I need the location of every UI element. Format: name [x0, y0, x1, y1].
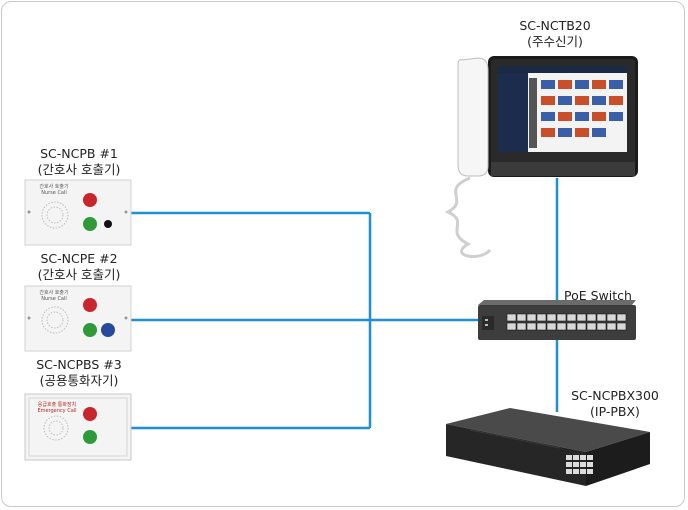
public-subtitle-label: (공용통화자기) — [39, 373, 119, 388]
pbx-subtitle-label: (IP-PBX) — [590, 404, 640, 419]
pbx-ports — [566, 455, 593, 474]
master-name-label: SC-NCTB20 — [519, 18, 591, 33]
master-subtitle-label: (주수신기) — [527, 34, 583, 49]
nurse1-panel-sub: Nurse Call — [41, 190, 67, 196]
public-panel-sub: Emergency Call — [37, 408, 77, 414]
switch-ports — [506, 313, 627, 331]
nurse1-panel-device — [24, 179, 132, 246]
ip-pbx-device — [446, 408, 650, 486]
switch-name-label: PoE Switch — [564, 288, 632, 303]
pbx-name-label: SC-NCPBX300 — [571, 388, 659, 403]
nurse1-panel-title: 간호사 호출기 — [39, 184, 69, 190]
public-name-label: SC-NCPBS #3 — [36, 357, 122, 372]
public-panel-title: 응급호출 통화장치 — [37, 402, 77, 408]
nurse2-panel-sub: Nurse Call — [41, 296, 67, 302]
nurse2-panel-device — [24, 285, 132, 352]
screen-tiles — [541, 80, 623, 137]
connection-lines — [130, 178, 559, 430]
nurse2-subtitle-label: (간호사 호출기) — [37, 267, 121, 282]
public-panel-device — [24, 393, 132, 461]
nurse2-panel-title: 간호사 호출기 — [39, 290, 69, 296]
nurse2-name-label: SC-NCPE #2 — [40, 251, 118, 266]
nurse1-name-label: SC-NCPB #1 — [40, 146, 118, 161]
nurse1-subtitle-label: (간호사 호출기) — [37, 162, 121, 177]
master-station-device — [444, 56, 638, 258]
poe-switch-device — [478, 300, 636, 340]
